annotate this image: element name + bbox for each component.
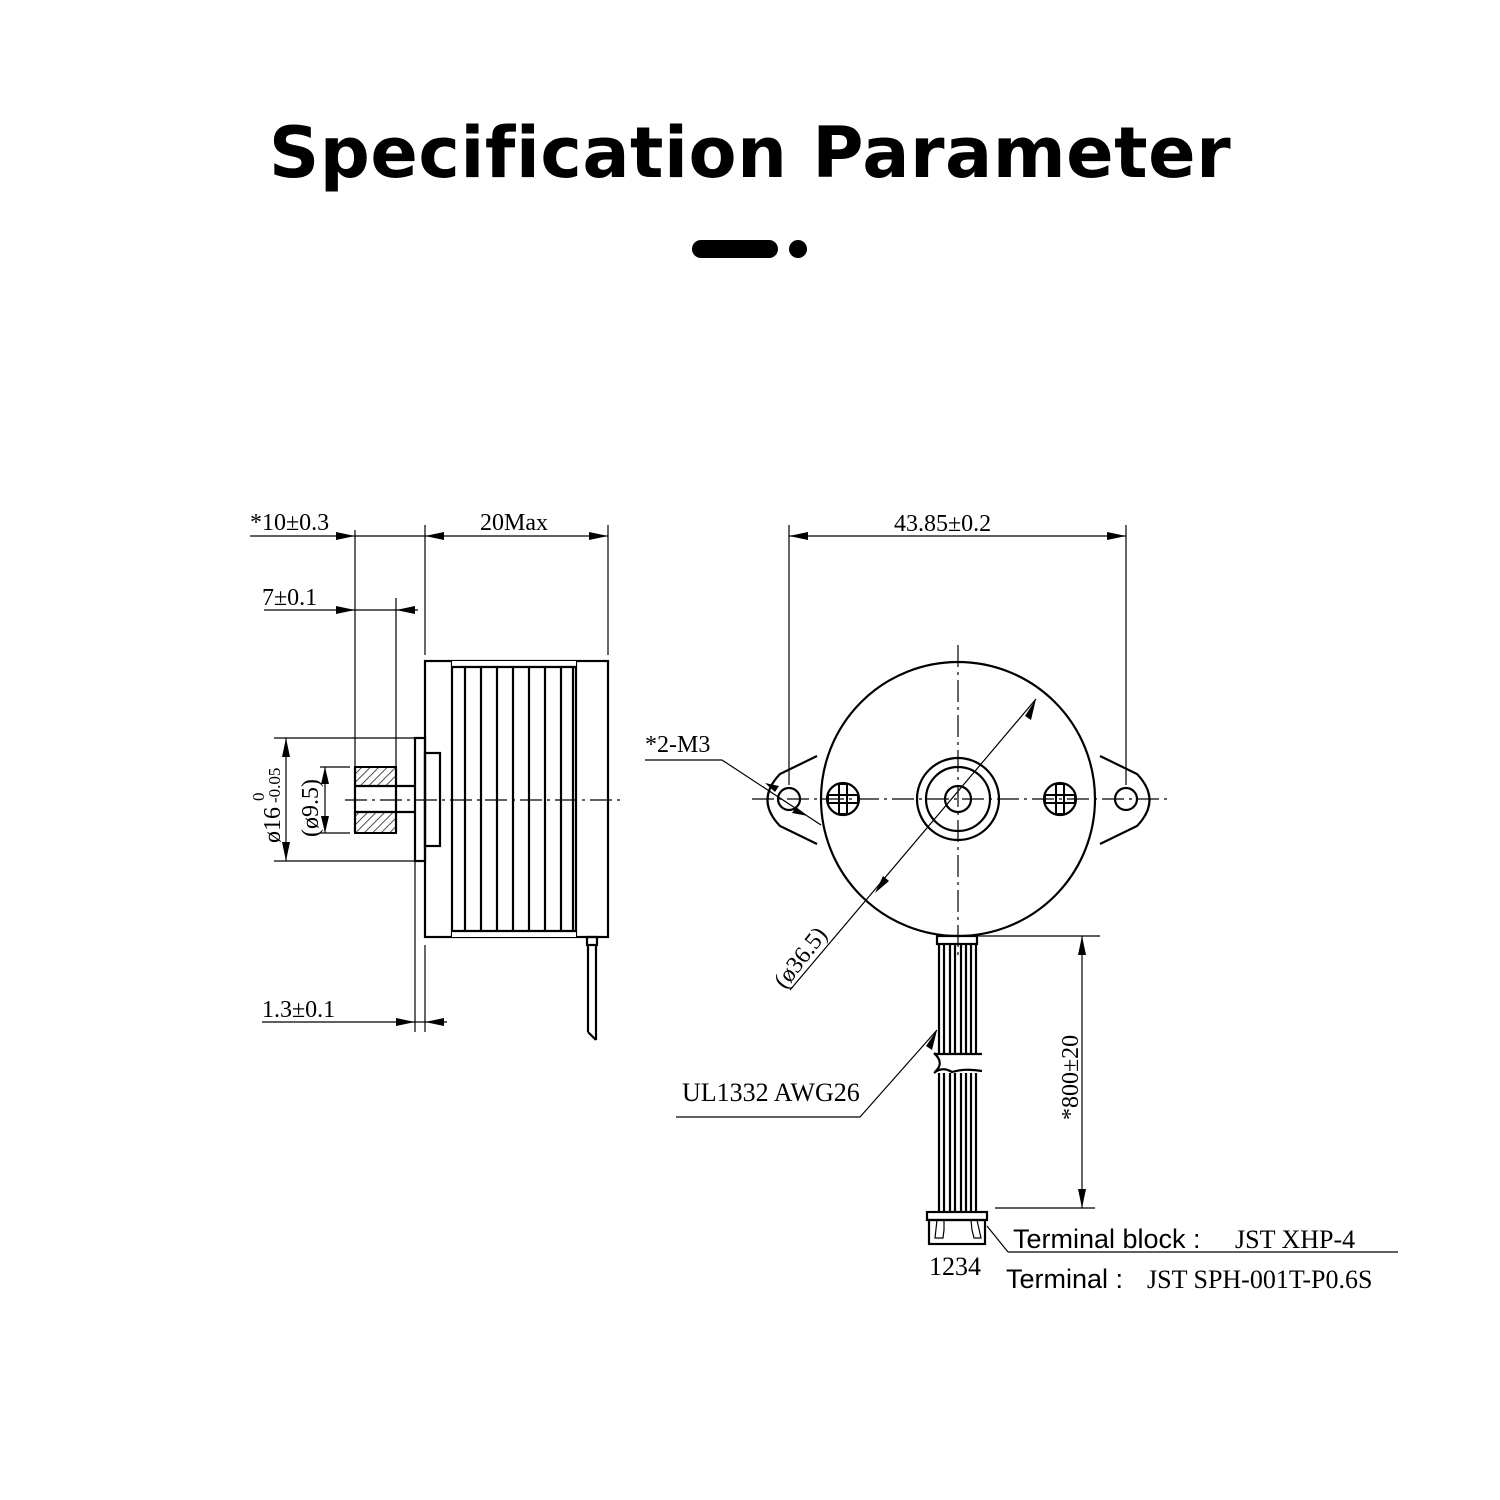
wire-spec-callout: UL1332 AWG26 (676, 1029, 938, 1118)
terminal-block-label: Terminal block : (1013, 1224, 1201, 1254)
output-gear (353, 766, 398, 834)
terminal-callout: Terminal block : JST XHP-4 Terminal : JS… (986, 1224, 1398, 1294)
terminal-label: Terminal : (1006, 1264, 1123, 1294)
dim-flange-thickness-label: 1.3±0.1 (262, 997, 335, 1023)
motor-body-side (423, 659, 610, 939)
wire-exit (935, 934, 979, 946)
dim-flange-diameter: ø16 0 -0.05 (249, 738, 290, 861)
dim-flange-thickness: 1.3±0.1 (262, 997, 447, 1026)
mount-ear-left (766, 755, 818, 845)
dim-flange-tol-lower: -0.05 (265, 768, 284, 803)
dim-shaft-length: 7±0.1 (262, 585, 418, 614)
connector-jst-xhp4 (925, 1210, 989, 1246)
dim-total-depth: *10±0.3 20Max (250, 510, 608, 540)
dim-gear-diameter: (ø9.5) (298, 767, 329, 837)
mount-holes-label: *2-M3 (645, 732, 710, 758)
dim-flange-diameter-label: ø16 (260, 807, 286, 843)
page-title: Specification Parameter (268, 112, 1232, 194)
terminal-block-value: JST XHP-4 (1235, 1225, 1355, 1254)
dim-mount-holes: *2-M3 (645, 732, 822, 826)
dim-total-depth-label: *10±0.3 (250, 510, 329, 536)
title-underline-bar (692, 240, 778, 258)
dim-body-length-label: 20Max (480, 510, 548, 536)
wire-spec-label: UL1332 AWG26 (682, 1078, 860, 1107)
dim-lead-length: *800±20 (978, 935, 1100, 1209)
dim-flange-tol-upper: 0 (249, 793, 268, 802)
dim-body-diameter-label: (ø36.5) (769, 923, 833, 994)
front-view: 43.85±0.2 *2-M3 (ø36.5) (645, 511, 1398, 1294)
pin-numbers: 1234 (929, 1252, 981, 1281)
mount-ear-right (1099, 755, 1151, 845)
side-view: *10±0.3 20Max 7±0.1 ø16 0 -0.05 (249, 510, 625, 1041)
dim-mount-span-label: 43.85±0.2 (894, 511, 991, 537)
title-underline-dot (789, 240, 807, 258)
dim-lead-length-label: *800±20 (1058, 1035, 1084, 1120)
terminal-value: JST SPH-001T-P0.6S (1147, 1265, 1372, 1294)
dim-shaft-length-label: 7±0.1 (262, 585, 317, 611)
lead-wires (933, 944, 983, 1212)
dim-gear-diameter-label: (ø9.5) (298, 779, 324, 837)
dim-mount-span: 43.85±0.2 (788, 511, 1127, 785)
dim-body-diameter: (ø36.5) (769, 698, 1037, 994)
